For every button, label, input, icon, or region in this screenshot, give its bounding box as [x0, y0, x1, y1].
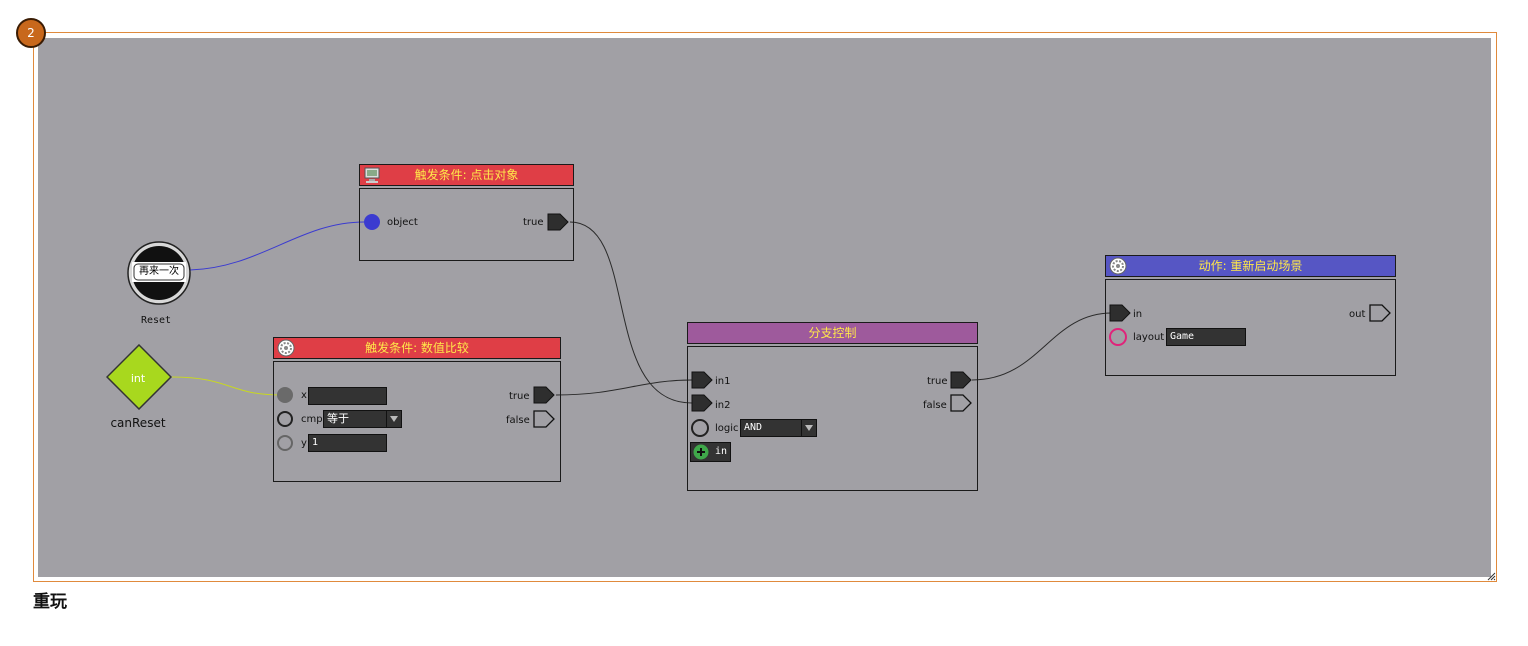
variable-ref-node[interactable]: int [105, 343, 173, 411]
graph-canvas[interactable] [38, 38, 1491, 577]
logic-select[interactable]: AND [740, 419, 817, 437]
out-port-label: out [1349, 309, 1366, 320]
compare-true-output-port[interactable] [533, 386, 555, 404]
compare-true-label: true [509, 391, 530, 402]
object-port[interactable] [364, 214, 380, 230]
y-port-label: y [301, 438, 307, 449]
in-input-port[interactable] [1109, 304, 1131, 322]
click-trigger-title: 触发条件: 点击对象 [414, 168, 519, 182]
layout-input[interactable]: Game [1166, 328, 1246, 346]
object-ref-button-text: 再来一次 [139, 266, 179, 277]
in2-port-label: in2 [715, 400, 731, 411]
branch-body [687, 346, 978, 491]
object-port-label: object [387, 217, 418, 228]
object-ref-icon [127, 241, 191, 305]
chevron-down-icon[interactable] [386, 410, 402, 428]
x-input[interactable] [308, 387, 387, 405]
branch-false-label: false [923, 400, 947, 411]
true-port-label: true [523, 217, 544, 228]
in-port-label: in [1133, 309, 1143, 320]
add-input-button[interactable]: in [690, 442, 731, 462]
layout-port-label: layout [1133, 332, 1165, 343]
y-input[interactable]: 1 [308, 434, 387, 452]
restart-action-body [1105, 279, 1396, 376]
plus-icon [693, 444, 709, 460]
restart-action-title: 动作: 重新启动场景 [1198, 259, 1303, 273]
logic-port-label: logic [715, 423, 739, 434]
restart-action-node[interactable]: 动作: 重新启动场景 in layout Game out [1105, 255, 1396, 376]
layout-port[interactable] [1109, 328, 1127, 346]
chevron-down-icon[interactable] [801, 419, 817, 437]
gear-icon [277, 339, 295, 357]
click-trigger-header[interactable]: 触发条件: 点击对象 [359, 164, 574, 186]
branch-title: 分支控制 [808, 326, 857, 340]
cmp-select-value: 等于 [327, 412, 349, 425]
x-port[interactable] [277, 387, 293, 403]
gear-icon [1109, 257, 1127, 275]
branch-header[interactable]: 分支控制 [687, 322, 978, 344]
compare-trigger-title: 触发条件: 数值比较 [365, 341, 469, 355]
branch-false-output-port[interactable] [950, 394, 972, 412]
in1-port-label: in1 [715, 376, 731, 387]
group-title: 重玩 [33, 592, 67, 612]
y-port[interactable] [277, 435, 293, 451]
compare-trigger-body [273, 361, 561, 482]
click-trigger-node[interactable]: 触发条件: 点击对象 object true [359, 164, 574, 261]
variable-type: int [130, 372, 146, 385]
add-input-label: in [715, 446, 728, 457]
cmp-select[interactable]: 等于 [323, 410, 402, 428]
in1-input-port[interactable] [691, 371, 713, 389]
group-index-badge: 2 [16, 18, 46, 48]
variable-diamond-icon [105, 343, 173, 411]
cmp-port-label: cmp [301, 414, 323, 425]
logic-port[interactable] [691, 419, 709, 437]
compare-trigger-node[interactable]: 触发条件: 数值比较 x cmp 等于 y 1 true false [273, 337, 561, 482]
in2-input-port[interactable] [691, 394, 713, 412]
group-frame[interactable] [33, 32, 1497, 582]
branch-true-output-port[interactable] [950, 371, 972, 389]
object-ref-name: Reset [140, 315, 172, 326]
cmp-port[interactable] [277, 411, 293, 427]
compare-false-label: false [506, 415, 530, 426]
x-port-label: x [301, 390, 307, 401]
restart-action-header[interactable]: 动作: 重新启动场景 [1105, 255, 1396, 277]
monitor-icon [364, 167, 380, 183]
out-output-port[interactable] [1369, 304, 1391, 322]
click-trigger-body [359, 188, 574, 261]
resize-grip-icon[interactable] [1487, 572, 1496, 581]
true-output-port[interactable] [547, 213, 569, 231]
compare-trigger-header[interactable]: 触发条件: 数值比较 [273, 337, 561, 359]
variable-name: canReset [110, 416, 166, 430]
object-ref-node[interactable]: 再来一次 [126, 240, 192, 306]
branch-node[interactable]: 分支控制 in1 in2 logic AND in true false [687, 322, 978, 491]
branch-true-label: true [927, 376, 948, 387]
logic-select-value: AND [744, 422, 763, 433]
compare-false-output-port[interactable] [533, 410, 555, 428]
